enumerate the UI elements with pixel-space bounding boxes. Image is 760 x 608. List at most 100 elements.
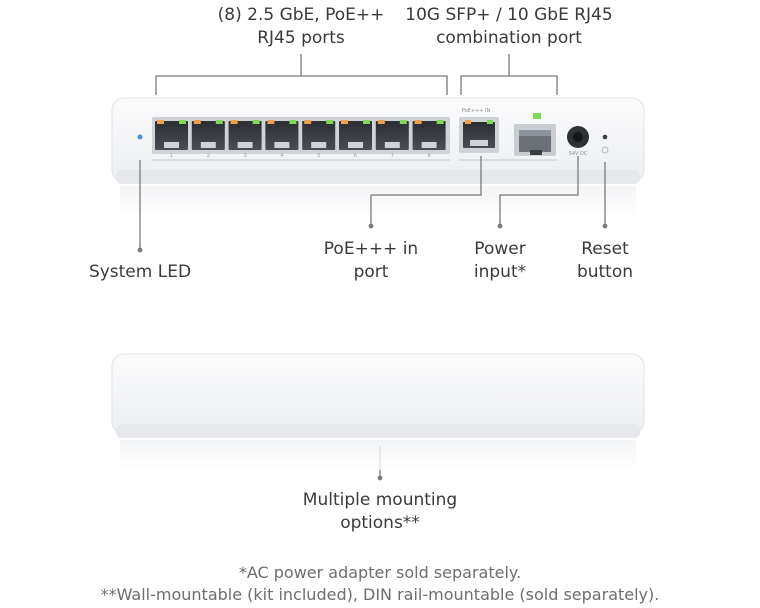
callout-combo-line2: combination port bbox=[436, 28, 582, 48]
rj45-led-orange bbox=[341, 120, 348, 124]
rj45-port-clip bbox=[384, 142, 400, 148]
callout-lines bbox=[139, 54, 606, 478]
rj45-port[interactable] bbox=[228, 120, 262, 150]
poe-in-port-clip bbox=[470, 140, 488, 146]
rj45-port-number: 4 bbox=[280, 153, 283, 159]
rj45-led-orange bbox=[157, 120, 164, 124]
rj45-led-orange bbox=[414, 120, 422, 124]
sfp-port-top bbox=[519, 130, 551, 136]
rj45-port-clip bbox=[311, 142, 327, 148]
switch-back-view bbox=[111, 353, 645, 470]
rj45-port-clip bbox=[348, 142, 363, 148]
rj45-port[interactable] bbox=[155, 120, 188, 150]
rj45-port[interactable] bbox=[375, 120, 409, 150]
callout-combo-port: 10G SFP+ / 10 GbE RJ45 combination port bbox=[394, 4, 624, 50]
sfp-led bbox=[533, 113, 541, 119]
combo-underline bbox=[459, 159, 557, 161]
port-bank-underline bbox=[152, 159, 450, 161]
poe-in-tag: PoE+++ IN bbox=[462, 108, 491, 114]
rj45-port-number: 3 bbox=[244, 153, 247, 159]
switch-back-bottom-edge bbox=[116, 424, 640, 438]
combo-bracket bbox=[460, 75, 558, 95]
rj45-port-number: 2 bbox=[207, 153, 210, 159]
rj45-port-opening bbox=[375, 121, 409, 150]
callout-reset: Reset button bbox=[565, 238, 645, 284]
rj45-port-opening bbox=[228, 121, 262, 150]
switch-back-reflection bbox=[120, 440, 636, 470]
rj45-port[interactable] bbox=[302, 120, 336, 150]
rj45-port-labels: 1 2 3 4 5 6 7 8 bbox=[170, 153, 431, 159]
rj45-led-green bbox=[289, 120, 297, 124]
rj45-led-green bbox=[363, 120, 370, 124]
poe-in-line bbox=[370, 156, 482, 226]
rj45-port-opening bbox=[155, 121, 188, 150]
switch-back-body bbox=[111, 353, 645, 435]
rj45-led-orange bbox=[230, 120, 238, 124]
rj45-led-orange bbox=[193, 120, 201, 124]
rj45-ports bbox=[155, 120, 446, 150]
switch-bottom-edge bbox=[116, 170, 640, 184]
rj45-port[interactable] bbox=[191, 120, 225, 150]
callout-poe-in-line1: PoE+++ in bbox=[323, 239, 419, 259]
rj45-port[interactable] bbox=[339, 120, 372, 150]
callout-rj45-ports: (8) 2.5 GbE, PoE++ RJ45 ports bbox=[201, 4, 401, 50]
reset-icon bbox=[601, 146, 609, 154]
rj45-port-clip bbox=[274, 142, 290, 148]
callout-combo-line1: 10G SFP+ / 10 GbE RJ45 bbox=[405, 5, 613, 25]
rj45-port-clip bbox=[421, 142, 437, 148]
switch-reflection bbox=[120, 186, 636, 216]
callout-power-input: Power input* bbox=[455, 238, 545, 284]
rj45-led-green bbox=[436, 120, 444, 124]
rj45-port-number: 8 bbox=[428, 153, 431, 159]
rj45-led-green bbox=[179, 120, 186, 124]
rj45-port-clip bbox=[164, 142, 179, 148]
rj45-led-orange bbox=[267, 120, 275, 124]
callout-system-led: System LED bbox=[78, 261, 202, 284]
power-jack-hole bbox=[573, 132, 583, 142]
callout-rj45-line2: RJ45 ports bbox=[257, 28, 345, 48]
callout-dots bbox=[137, 223, 608, 481]
reset-button[interactable] bbox=[602, 134, 608, 140]
rj45-port-number: 1 bbox=[170, 153, 173, 159]
rj45-port-opening bbox=[412, 121, 446, 150]
rj45-port-opening bbox=[339, 121, 372, 150]
callout-power-line1: Power bbox=[474, 239, 526, 259]
rj45-port-clip bbox=[237, 142, 253, 148]
rj45-port-number: 6 bbox=[354, 153, 357, 159]
rj45-port[interactable] bbox=[265, 120, 299, 150]
rj45-port-bank bbox=[152, 117, 450, 154]
rj45-port[interactable] bbox=[412, 120, 446, 150]
rj45-led-orange bbox=[377, 120, 385, 124]
footnote-mounting: **Wall-mountable (kit included), DIN rai… bbox=[100, 585, 660, 604]
sfp-latch bbox=[530, 150, 542, 155]
rj45-bracket bbox=[155, 75, 448, 95]
rj45-led-green bbox=[326, 120, 334, 124]
poe-in-led-orange bbox=[465, 120, 471, 124]
footnote-power-adapter: *AC power adapter sold separately. bbox=[238, 563, 522, 582]
callout-mounting: Multiple mounting options** bbox=[280, 489, 480, 535]
callout-mounting-line1: Multiple mounting bbox=[302, 490, 458, 510]
rj45-port-opening bbox=[191, 121, 225, 150]
rj45-led-green bbox=[215, 120, 223, 124]
callout-mounting-line2: options** bbox=[340, 513, 420, 533]
rj45-port-number: 7 bbox=[391, 153, 394, 159]
rj45-led-green bbox=[252, 120, 260, 124]
system-led bbox=[137, 134, 143, 140]
rj45-port-number: 5 bbox=[317, 153, 320, 159]
callout-rj45-line1: (8) 2.5 GbE, PoE++ bbox=[217, 5, 385, 25]
callout-reset-line2: button bbox=[576, 262, 634, 282]
poe-in-led-green bbox=[487, 120, 493, 124]
callout-system-led-text: System LED bbox=[88, 262, 192, 282]
callout-reset-line1: Reset bbox=[581, 239, 629, 259]
callout-power-line2: input* bbox=[473, 262, 527, 282]
rj45-port-opening bbox=[302, 121, 336, 150]
rj45-led-green bbox=[399, 120, 407, 124]
rj45-port-clip bbox=[200, 142, 216, 148]
rj45-port-opening bbox=[265, 121, 299, 150]
rj45-led-orange bbox=[304, 120, 312, 124]
power-tag: 54V DC bbox=[569, 151, 588, 157]
callout-poe-in: PoE+++ in port bbox=[311, 238, 431, 284]
switch-front-view: 1 2 3 4 5 6 7 8 PoE+++ IN 54V DC bbox=[111, 97, 645, 216]
